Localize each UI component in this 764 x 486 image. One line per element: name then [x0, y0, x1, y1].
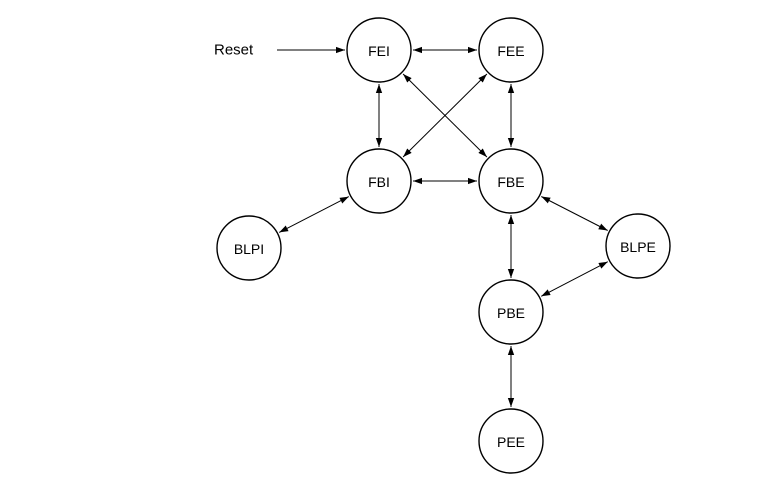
reset-transition: Reset — [214, 42, 345, 59]
state-circle — [478, 408, 544, 474]
transitions-layer — [278, 46, 609, 407]
state-node-blpe: BLPE — [605, 213, 671, 279]
state-circle — [478, 148, 544, 214]
state-label: PEE — [497, 434, 525, 450]
state-label: FBE — [497, 174, 524, 190]
state-circle — [605, 213, 671, 279]
state-label: FBI — [368, 174, 390, 190]
state-node-fbe: FBE — [478, 148, 544, 214]
state-label: BLPI — [234, 241, 264, 257]
state-node-pee: PEE — [478, 408, 544, 474]
state-label: PBE — [497, 305, 525, 321]
state-circle — [216, 215, 282, 281]
state-label: FEE — [497, 43, 524, 59]
state-circle — [478, 17, 544, 83]
transition-pbe-blpe — [540, 261, 609, 297]
state-label: BLPE — [620, 239, 656, 255]
state-node-fee: FEE — [478, 17, 544, 83]
state-node-blpi: BLPI — [216, 215, 282, 281]
reset-label: Reset — [214, 42, 254, 59]
state-circle — [346, 17, 412, 83]
state-label: FEI — [368, 43, 390, 59]
transition-fee-fbi — [402, 73, 488, 158]
state-node-pbe: PBE — [478, 279, 544, 345]
state-node-fei: FEI — [346, 17, 412, 83]
state-circle — [346, 148, 412, 214]
state-circle — [478, 279, 544, 345]
states-layer: FEI FEE FBI FBE BLPI BLPE PBE PEE — [216, 17, 671, 474]
transition-fbe-blpe — [541, 196, 608, 231]
state-node-fbi: FBI — [346, 148, 412, 214]
transition-blpi-fbi — [278, 196, 350, 233]
